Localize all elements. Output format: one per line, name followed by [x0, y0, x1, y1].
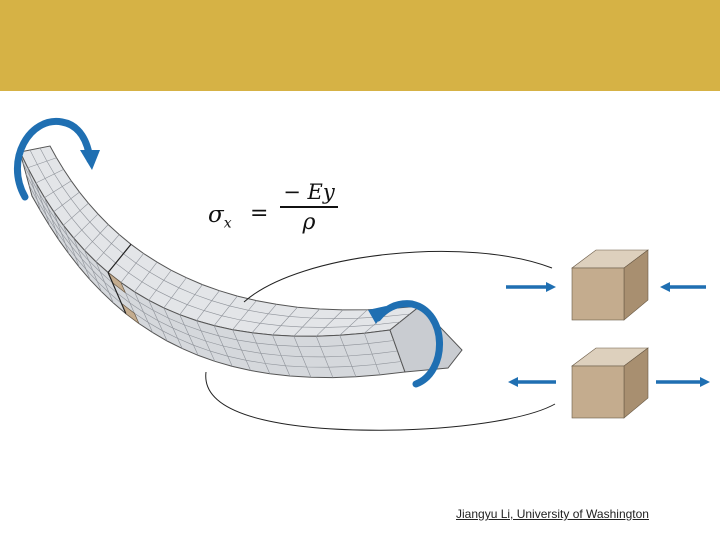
- beam-grid-line: [163, 277, 187, 309]
- beam-end-face: [389, 305, 463, 373]
- beam-grid-line: [134, 261, 158, 292]
- beam-grid-line: [316, 309, 344, 337]
- beam-grid-line: [73, 213, 99, 239]
- leader-line-bottom: [205, 371, 556, 431]
- tension-cube: [571, 347, 649, 419]
- beam-grid-line: [272, 306, 298, 336]
- moment-arrow-right-head: [368, 306, 386, 324]
- beam-top-face: [19, 145, 422, 337]
- beam-grid-line: [196, 290, 220, 321]
- beam-grid-line: [39, 147, 411, 320]
- moment-arrow-left: [13, 118, 94, 201]
- title-bar: [0, 0, 720, 91]
- beam-grid-line: [293, 308, 320, 337]
- beam-grid-line: [25, 173, 398, 358]
- beam-grid-line: [29, 149, 401, 328]
- formula-fraction: − Ey ρ: [278, 178, 340, 238]
- beam-grid-line: [53, 191, 80, 212]
- beam-grid-line: [148, 270, 172, 301]
- formula-lhs: σx: [208, 202, 232, 232]
- beam-grid-line: [63, 203, 89, 226]
- subscript-x: x: [223, 215, 232, 232]
- beam-grid-line: [232, 300, 257, 330]
- formula-numerator: − Ey: [283, 180, 335, 204]
- beam-grid-line: [213, 295, 238, 326]
- bending-stress-formula: σx = − Ey ρ: [208, 176, 338, 238]
- leader-line-top: [243, 250, 553, 303]
- beam-grid-line: [179, 284, 203, 315]
- section-line: [107, 243, 132, 273]
- beam-grid-line: [27, 157, 57, 169]
- equals-sign: =: [250, 201, 269, 226]
- moment-arrow-left-head: [80, 150, 100, 170]
- sigma-symbol: σ: [208, 202, 224, 228]
- beam-grid-line: [22, 162, 394, 347]
- compression-cube: [571, 249, 649, 321]
- fraction-bar: [280, 206, 338, 208]
- beam-grid-line: [84, 224, 109, 251]
- beam-grid-line: [339, 309, 368, 336]
- beam-grid-line: [95, 234, 120, 262]
- beam-grid-line: [28, 184, 402, 368]
- formula-denominator: ρ: [302, 209, 316, 235]
- moment-arrow-right: [374, 300, 443, 388]
- beam-grid-line: [251, 304, 277, 334]
- section-line: [107, 272, 127, 314]
- beam-bending-figure: [13, 118, 710, 431]
- credit-text: Jiangyu Li, University of Washington: [456, 507, 649, 521]
- beam-grid-line: [35, 169, 64, 184]
- beam-grid-line: [120, 253, 144, 283]
- beam-grid-line: [44, 180, 72, 198]
